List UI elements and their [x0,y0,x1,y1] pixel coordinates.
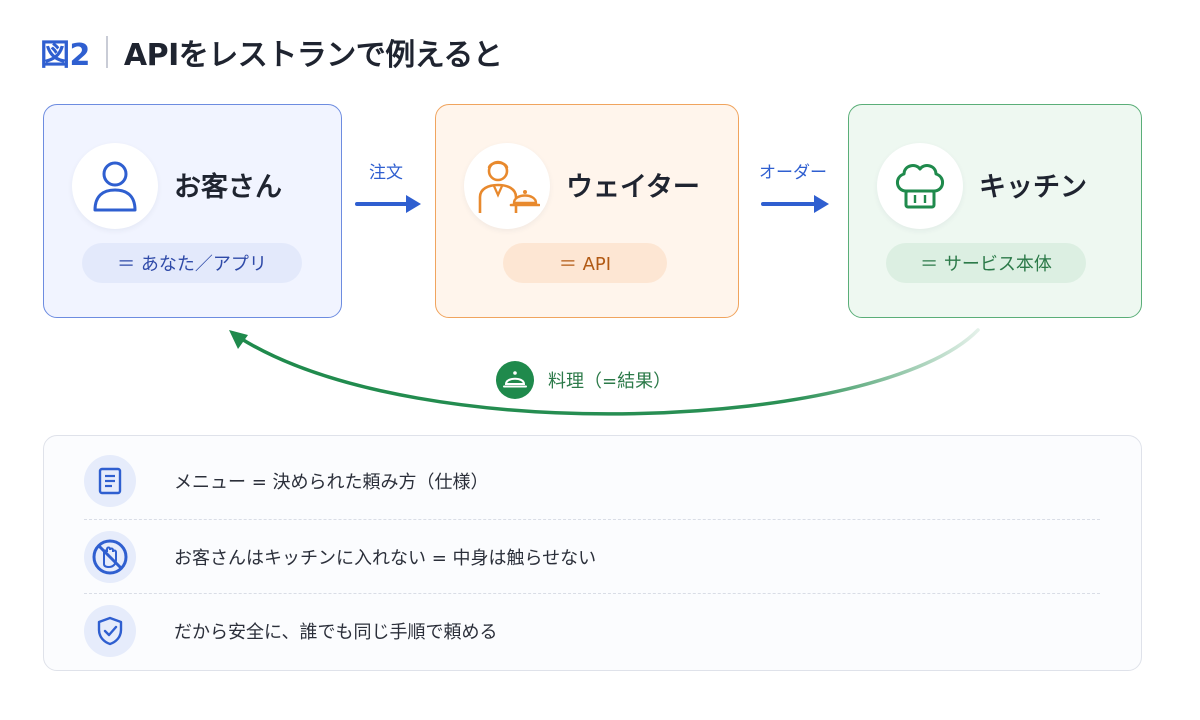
kitchen-order-arrow [761,195,829,213]
notes-panel: メニュー = 決められた頼み方（仕様） お客さんはキッチンに入れない = 中身は… [43,435,1142,671]
kitchen-box: キッチン ＝ サービス本体 [848,104,1142,318]
no-touch-icon [84,530,136,583]
document-icon [84,455,136,507]
page-title: APIをレストランで例えると [123,38,503,73]
customer-title: お客さん [174,172,282,203]
note-text-menu: メニュー = 決められた頼み方（仕様） [174,472,489,493]
note-row-safe: だから安全に、誰でも同じ手順で頼める [84,593,1100,667]
chef-hat-icon [877,143,963,229]
result-label: 料理（=結果） [548,371,672,392]
figure-number: 図2 [40,38,90,73]
waiter-icon [464,143,550,229]
kitchen-order-label: オーダー [759,163,827,183]
order-arrow [355,195,421,213]
customer-pill: ＝ あなた／アプリ [82,243,302,283]
cloche-icon [496,361,534,399]
kitchen-pill: ＝ サービス本体 [886,243,1086,283]
waiter-title: ウェイター [566,172,700,203]
waiter-box: ウェイター ＝ API [435,104,739,318]
note-text-no-entry: お客さんはキッチンに入れない = 中身は触らせない [174,547,597,569]
title-divider [105,36,108,68]
figure-title: 図2 APIをレストランで例えると [40,30,503,74]
customer-box: お客さん ＝ あなた／アプリ [43,104,342,318]
shield-check-icon [84,604,136,657]
note-text-safe: だから安全に、誰でも同じ手順で頼める [174,621,498,643]
result-label-group: 料理（=結果） [496,360,671,400]
note-row-no-entry: お客さんはキッチンに入れない = 中身は触らせない [84,519,1100,593]
note-row-menu: メニュー = 決められた頼み方（仕様） [84,444,1100,518]
kitchen-title: キッチン [979,172,1087,203]
order-label: 注文 [369,163,403,183]
waiter-pill: ＝ API [503,243,667,283]
person-icon [72,143,158,229]
